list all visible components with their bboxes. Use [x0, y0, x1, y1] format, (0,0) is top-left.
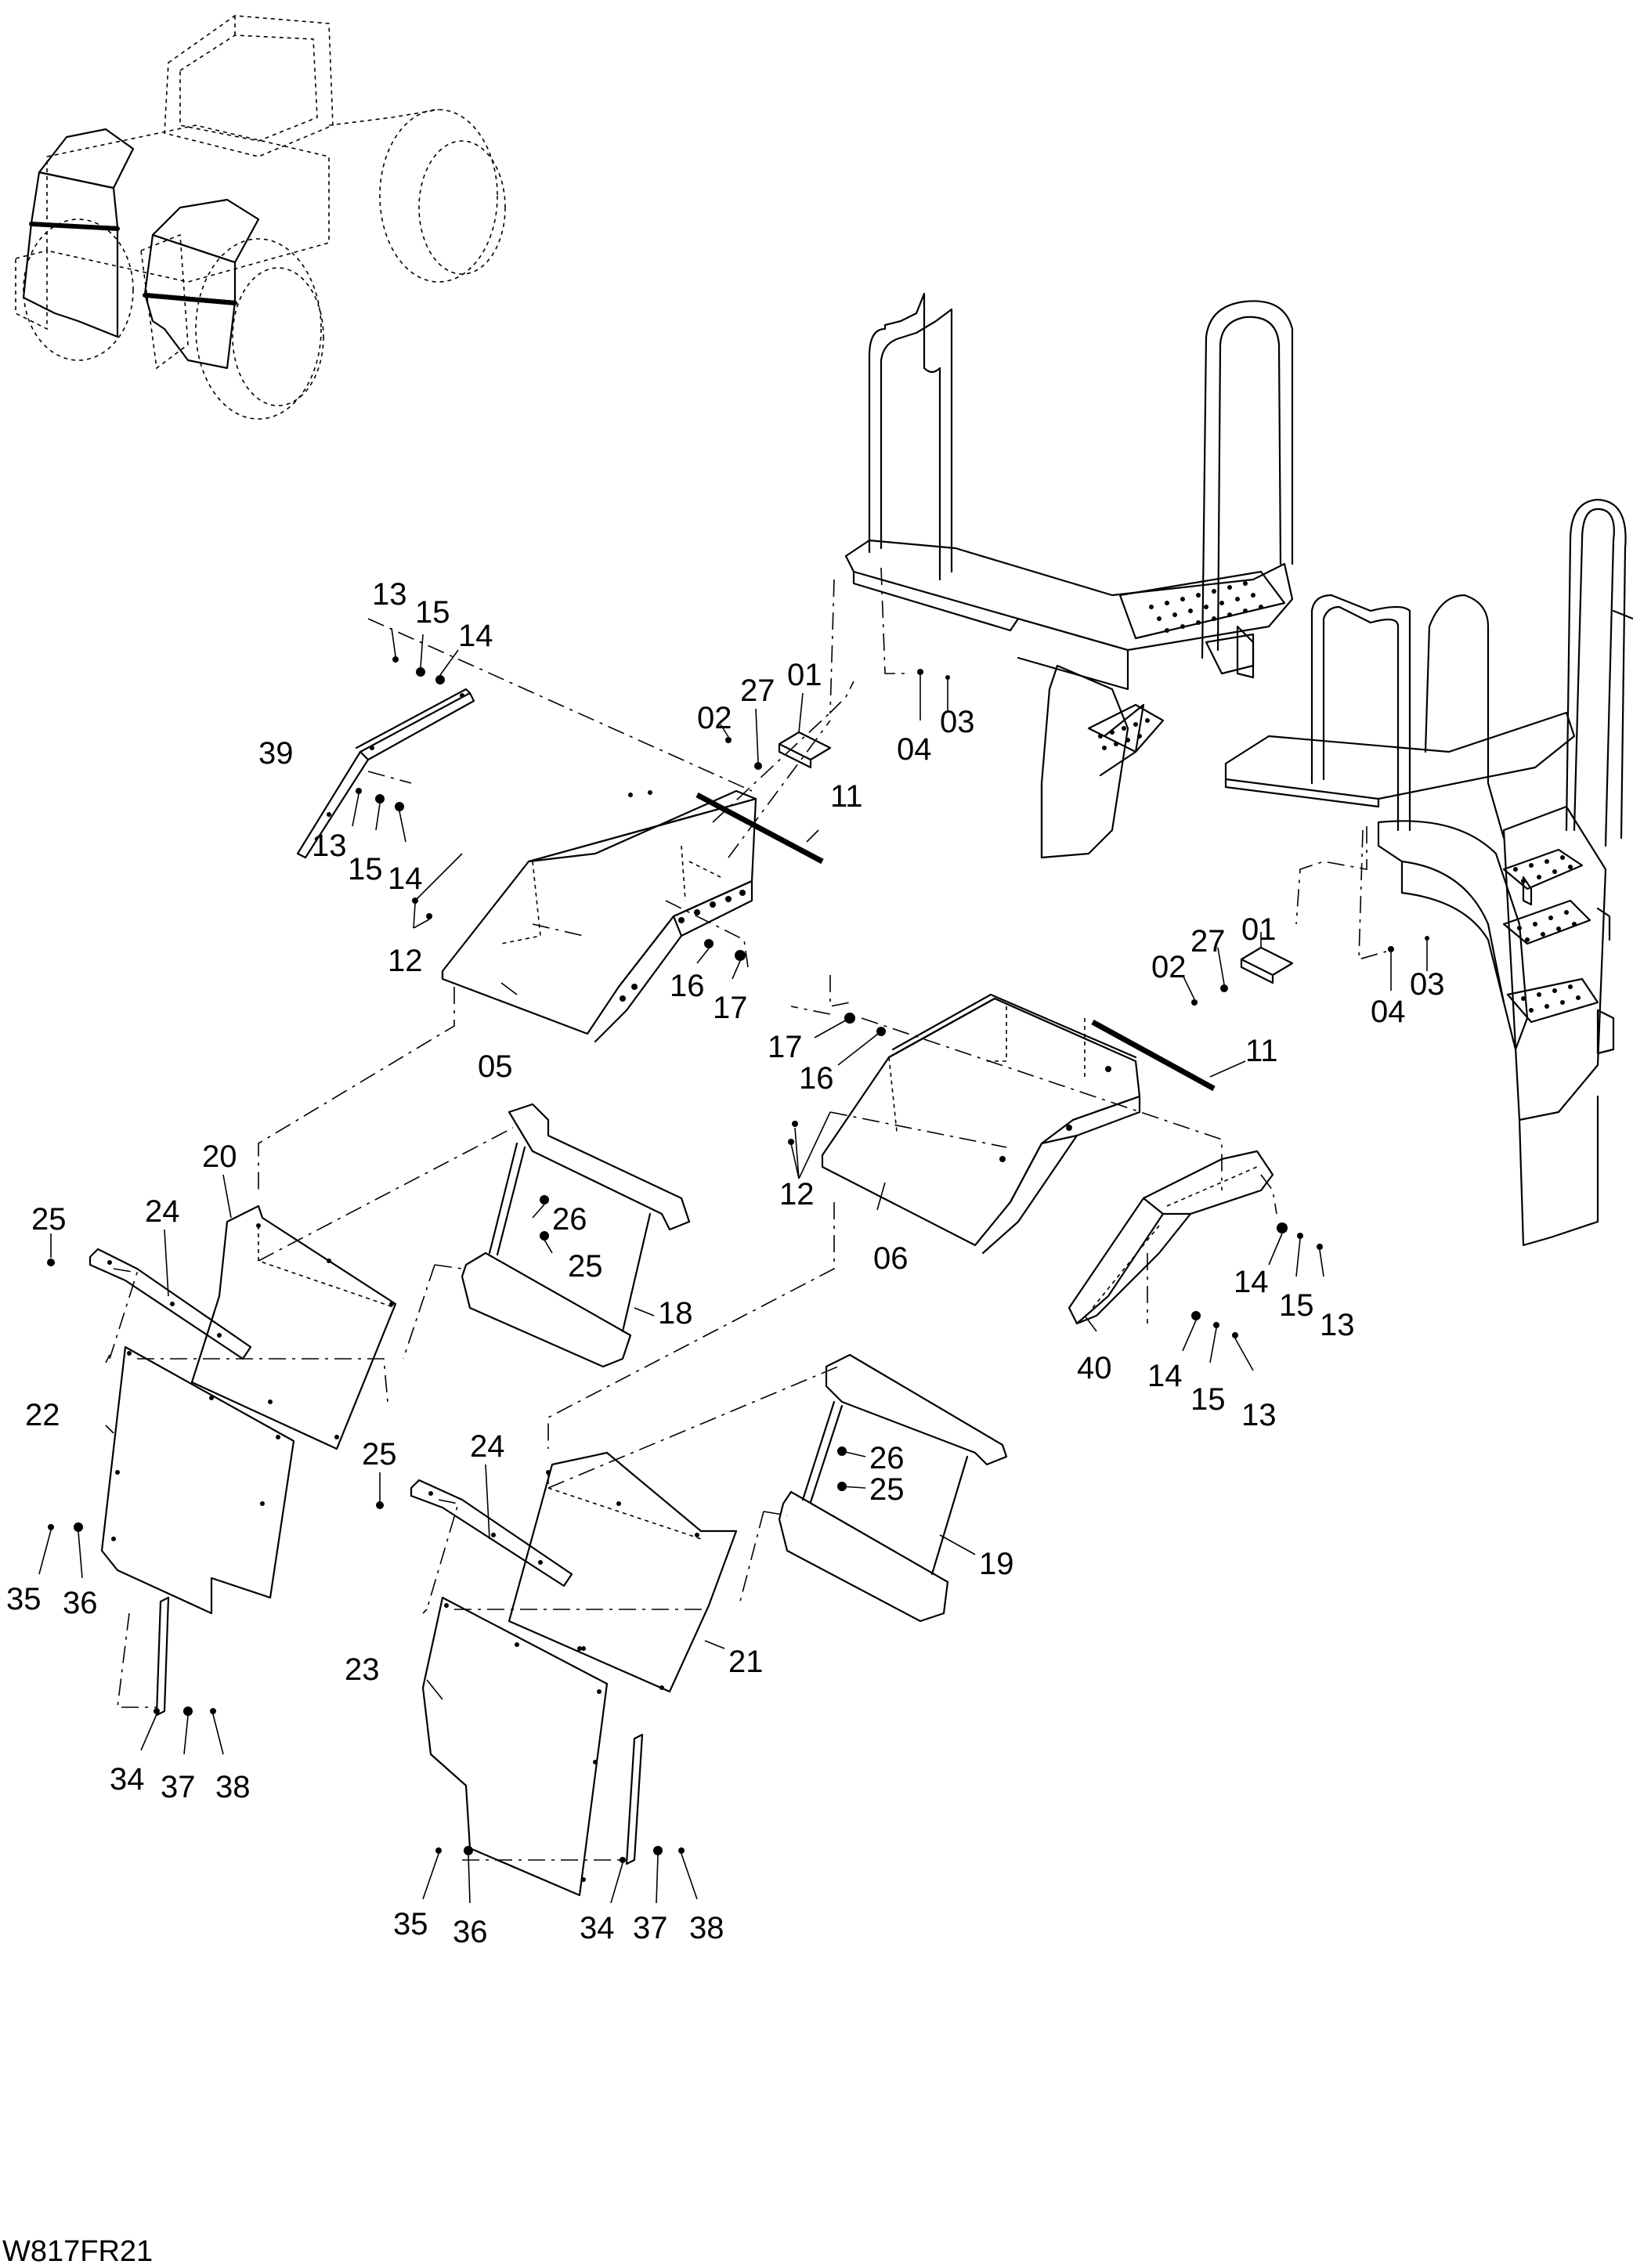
callout-01: 01 — [1241, 912, 1277, 947]
callout-12: 12 — [779, 1177, 815, 1212]
callout-17: 17 — [768, 1030, 803, 1064]
callout-34: 34 — [580, 1911, 615, 1945]
flap-18 — [403, 1103, 691, 1368]
key-map-thumbnail — [15, 15, 506, 420]
callout-34: 34 — [110, 1762, 145, 1797]
plate-01 — [778, 731, 1294, 984]
tread-holes — [1098, 581, 1263, 750]
callout-36: 36 — [453, 1915, 488, 1949]
callout-17: 17 — [713, 991, 748, 1025]
callout-19: 19 — [979, 1547, 1014, 1581]
callout-11: 11 — [1245, 1034, 1278, 1068]
callout-25: 25 — [869, 1472, 905, 1507]
callout-23: 23 — [345, 1652, 380, 1687]
strip-34b — [625, 1733, 644, 1865]
callout-24: 24 — [470, 1429, 505, 1464]
callout-03: 03 — [1410, 967, 1445, 1002]
callout-25: 25 — [568, 1249, 603, 1284]
callout-39: 39 — [258, 736, 294, 771]
callout-13: 13 — [1320, 1308, 1355, 1342]
fasteners — [38, 627, 1429, 1904]
callout-16: 16 — [799, 1061, 834, 1096]
callout-35: 35 — [6, 1582, 42, 1616]
bar-24a — [89, 1248, 252, 1360]
mudguard-21 — [508, 1366, 839, 1693]
callout-13: 13 — [1241, 1398, 1277, 1432]
cover-40 — [1068, 1150, 1277, 1325]
callout-38: 38 — [689, 1911, 724, 1945]
strip-11 — [695, 792, 1216, 1092]
callout-15: 15 — [1190, 1382, 1226, 1417]
callout-labels: 13 15 14 39 13 15 14 12 05 16 17 02 27 0… — [6, 577, 1445, 1949]
mudguard-20 — [190, 1127, 514, 1450]
mudguard-22 — [100, 1345, 388, 1615]
callout-05: 05 — [478, 1049, 513, 1084]
callout-13: 13 — [312, 829, 347, 863]
callout-12: 12 — [388, 944, 423, 978]
callout-02: 02 — [697, 701, 732, 735]
mudguard-23 — [421, 1596, 702, 1897]
callout-15: 15 — [1279, 1288, 1314, 1323]
callout-21: 21 — [728, 1645, 764, 1679]
diagram-code: W817FR21 — [2, 2235, 153, 2268]
callout-13: 13 — [372, 577, 407, 612]
callout-20: 20 — [202, 1139, 237, 1174]
step-assembly-rear — [829, 292, 1294, 859]
step-assembly-front — [1224, 498, 1633, 1247]
callout-14: 14 — [1147, 1359, 1183, 1393]
callout-06: 06 — [873, 1241, 909, 1276]
strip-34a — [117, 1596, 170, 1717]
flap-19 — [739, 1353, 1008, 1623]
callout-03: 03 — [940, 705, 975, 739]
callout-36: 36 — [63, 1586, 98, 1620]
callout-26: 26 — [552, 1202, 587, 1237]
bar-24b — [410, 1479, 573, 1610]
step-holes — [1513, 855, 1581, 1013]
callout-26: 26 — [869, 1441, 905, 1475]
callout-37: 37 — [161, 1770, 196, 1804]
callout-14: 14 — [388, 861, 423, 896]
bracket-39 — [296, 688, 475, 859]
callout-40: 40 — [1077, 1351, 1112, 1385]
fender-06 — [547, 975, 1223, 1449]
callout-22: 22 — [25, 1398, 60, 1432]
callout-16: 16 — [670, 969, 705, 1003]
callout-25: 25 — [362, 1437, 397, 1472]
callout-38: 38 — [215, 1770, 251, 1804]
callout-15: 15 — [348, 852, 383, 887]
fender-05 — [258, 618, 831, 1190]
callout-02: 02 — [1151, 950, 1187, 984]
callout-25: 25 — [31, 1202, 67, 1237]
callout-24: 24 — [145, 1194, 180, 1229]
callout-11: 11 — [830, 779, 863, 814]
callout-35: 35 — [393, 1907, 428, 1941]
callout-04: 04 — [1371, 995, 1406, 1029]
callout-14: 14 — [458, 619, 493, 653]
callout-04: 04 — [897, 732, 932, 767]
callout-27: 27 — [740, 674, 775, 708]
callout-15: 15 — [415, 595, 450, 630]
callout-18: 18 — [658, 1296, 693, 1331]
callout-14: 14 — [1234, 1265, 1269, 1299]
callout-27: 27 — [1190, 924, 1226, 959]
callout-01: 01 — [787, 658, 822, 692]
callout-37: 37 — [633, 1911, 668, 1945]
